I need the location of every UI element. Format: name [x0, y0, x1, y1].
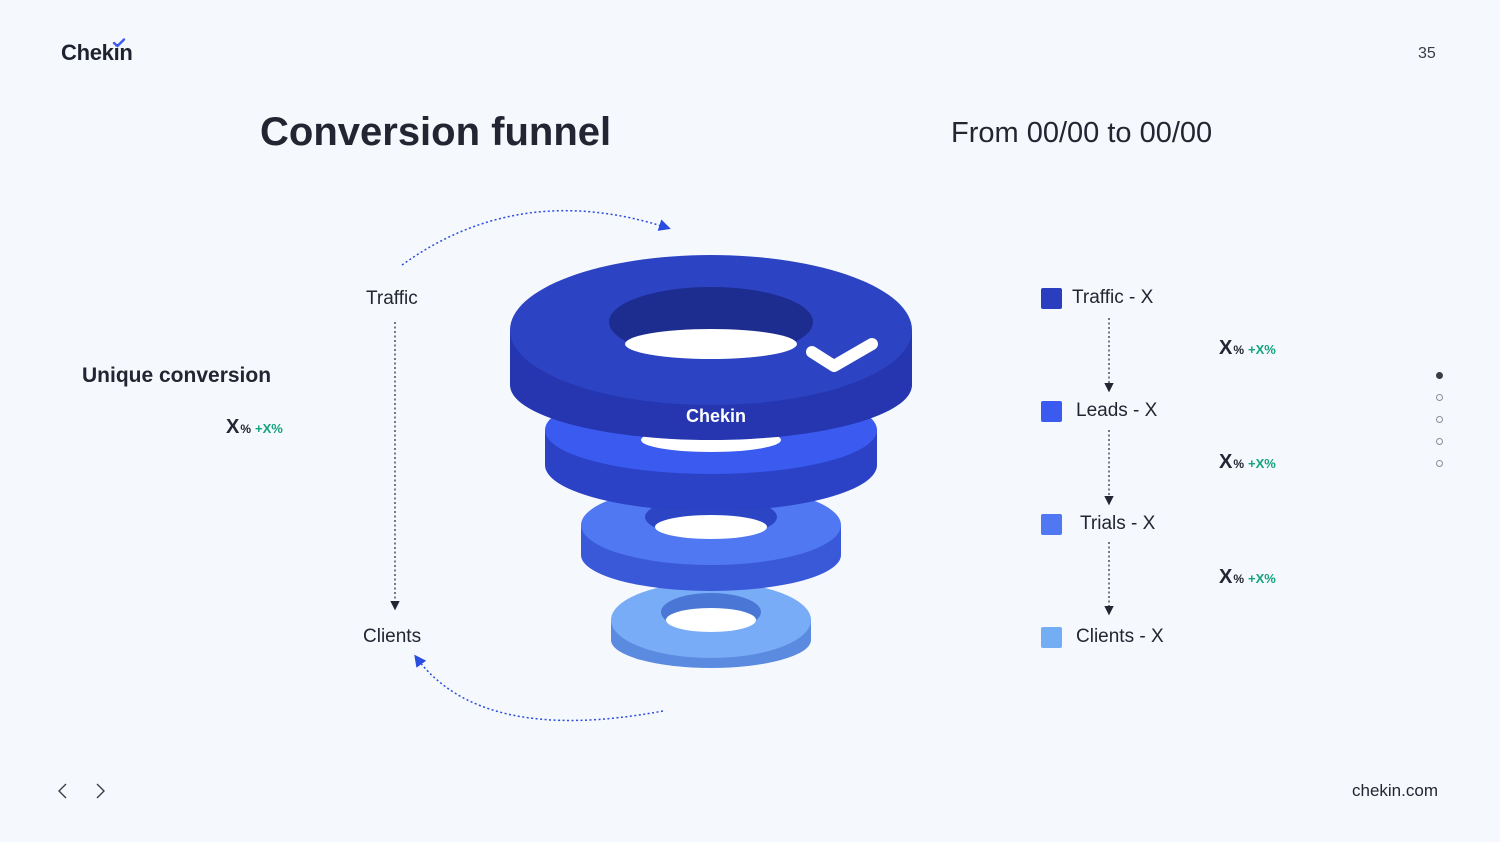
- pct-value: X: [1219, 337, 1233, 359]
- legend-label: Leads - X: [1076, 400, 1158, 421]
- pct-unit: %: [1233, 572, 1245, 586]
- legend-item-leads: Leads - X: [1041, 400, 1157, 422]
- funnel-ring-clients: [611, 582, 811, 668]
- top-curve-arrow: [401, 210, 671, 266]
- legend-item-clients: Clients - X: [1041, 626, 1164, 648]
- logo-check-icon: [112, 38, 126, 48]
- pagination-dot-4[interactable]: [1436, 438, 1443, 445]
- bottom-curve-arrow: [414, 654, 664, 722]
- funnel-check-icon: [806, 338, 878, 372]
- step-conversion-3: X%+X%: [1219, 566, 1276, 589]
- page-number: 35: [1418, 45, 1436, 62]
- pagination-dot-3[interactable]: [1436, 416, 1443, 423]
- legend-item-trials: Trials - X: [1041, 513, 1155, 535]
- legend-swatch: [1041, 400, 1062, 422]
- legend-label: Trials - X: [1080, 513, 1156, 534]
- pct-value: X: [1219, 566, 1233, 588]
- legend-swatch: [1041, 513, 1062, 535]
- pagination-dot-2[interactable]: [1436, 394, 1443, 401]
- pct-delta: +X%: [1248, 571, 1276, 586]
- left-flow-top-label: Traffic: [366, 288, 418, 309]
- pct-value: X: [1219, 451, 1233, 473]
- pct-delta: +X%: [1248, 456, 1276, 471]
- unique-conversion-label: Unique conversion: [82, 364, 272, 387]
- pct-delta: +X%: [255, 421, 283, 436]
- pct-delta: +X%: [1248, 342, 1276, 357]
- date-range: From 00/00 to 00/00: [951, 117, 1213, 149]
- chevron-left-icon[interactable]: [56, 781, 70, 801]
- left-flow-bottom-label: Clients: [363, 626, 422, 647]
- pct-value: X: [226, 416, 240, 438]
- legend-label: Traffic - X: [1072, 287, 1154, 308]
- pagination-dot-1[interactable]: [1436, 372, 1443, 379]
- step-conversion-1: X%+X%: [1219, 337, 1276, 360]
- step-conversion-2: X%+X%: [1219, 451, 1276, 474]
- funnel-center-logo: Chekin: [686, 406, 747, 426]
- pct-unit: %: [1233, 343, 1245, 357]
- pct-unit: %: [240, 422, 252, 436]
- pagination-dots: [1436, 372, 1443, 482]
- legend-swatch: [1041, 287, 1062, 309]
- pct-unit: %: [1233, 457, 1245, 471]
- chevron-right-icon[interactable]: [93, 781, 107, 801]
- footer-url[interactable]: chekin.com: [1352, 781, 1438, 800]
- legend-label: Clients - X: [1076, 626, 1164, 647]
- unique-conversion-value: X%+X%: [226, 416, 283, 439]
- page-title: Conversion funnel: [260, 110, 612, 154]
- legend-item-traffic: Traffic - X: [1041, 287, 1153, 309]
- legend-swatch: [1041, 626, 1062, 648]
- pagination-dot-5[interactable]: [1436, 460, 1443, 467]
